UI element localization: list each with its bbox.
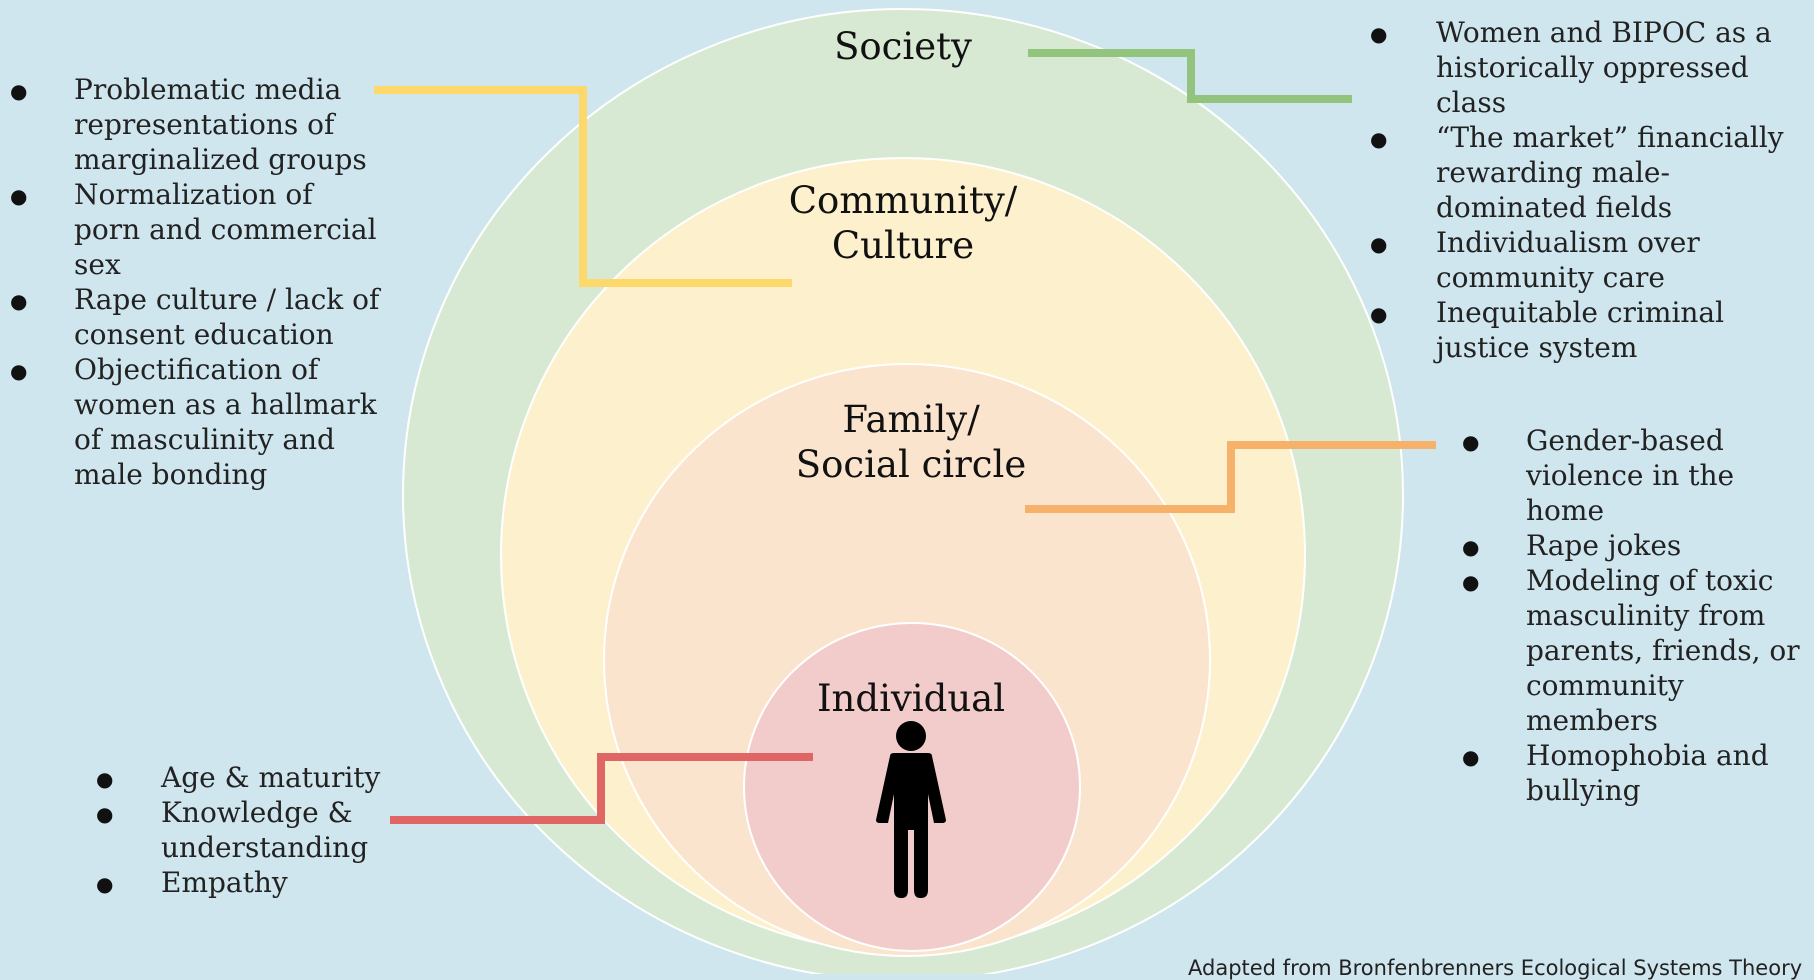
- individual-label: Individual: [816, 677, 1006, 720]
- list-item: Homophobia and bullying: [1462, 738, 1814, 808]
- society-left-list: Problematic media representations of mar…: [10, 72, 384, 492]
- individual-list: Age & maturity Knowledge & understanding…: [96, 760, 401, 902]
- level-label-individual: Individual: [786, 676, 1036, 721]
- community-label-line1: Community/: [788, 179, 1018, 222]
- list-item: “The market” financially rewarding male-…: [1370, 120, 1811, 225]
- list-item: Rape culture / lack of consent education: [10, 282, 384, 352]
- family-label-line1: Family/: [842, 398, 980, 441]
- level-label-community: Community/ Culture: [753, 178, 1053, 268]
- connector-individual: [390, 753, 813, 824]
- connector-society-right: [1028, 49, 1352, 103]
- source-caption: Adapted from Bronfenbrenners Ecological …: [1188, 956, 1803, 980]
- family-label-line2: Social circle: [795, 443, 1027, 486]
- family-list: Gender-based violence in the home Rape j…: [1462, 423, 1814, 808]
- list-item: Gender-based violence in the home: [1462, 423, 1814, 528]
- list-item: Objectification of women as a hallmark o…: [10, 352, 384, 492]
- list-item: Problematic media representations of mar…: [10, 72, 384, 177]
- list-item: Rape jokes: [1462, 528, 1814, 565]
- list-item: Knowledge & understanding: [96, 795, 401, 865]
- list-item: Empathy: [96, 865, 401, 902]
- list-item: Women and BIPOC as a historically oppres…: [1370, 15, 1811, 120]
- list-item: Inequitable criminal justice system: [1370, 295, 1811, 365]
- level-label-society: Society: [803, 24, 1003, 69]
- community-label-line2: Culture: [831, 224, 975, 267]
- list-item: Age & maturity: [96, 760, 401, 797]
- person-icon: [876, 721, 946, 898]
- list-item: Individualism over community care: [1370, 225, 1811, 295]
- list-item: Normalization of porn and commercial sex: [10, 177, 384, 282]
- connector-family: [1025, 441, 1436, 513]
- connector-society-left: [374, 86, 792, 287]
- list-item: Modeling of toxic masculinity from paren…: [1462, 563, 1814, 738]
- society-label: Society: [834, 25, 972, 68]
- society-right-list: Women and BIPOC as a historically oppres…: [1370, 15, 1811, 365]
- level-label-family: Family/ Social circle: [761, 397, 1061, 487]
